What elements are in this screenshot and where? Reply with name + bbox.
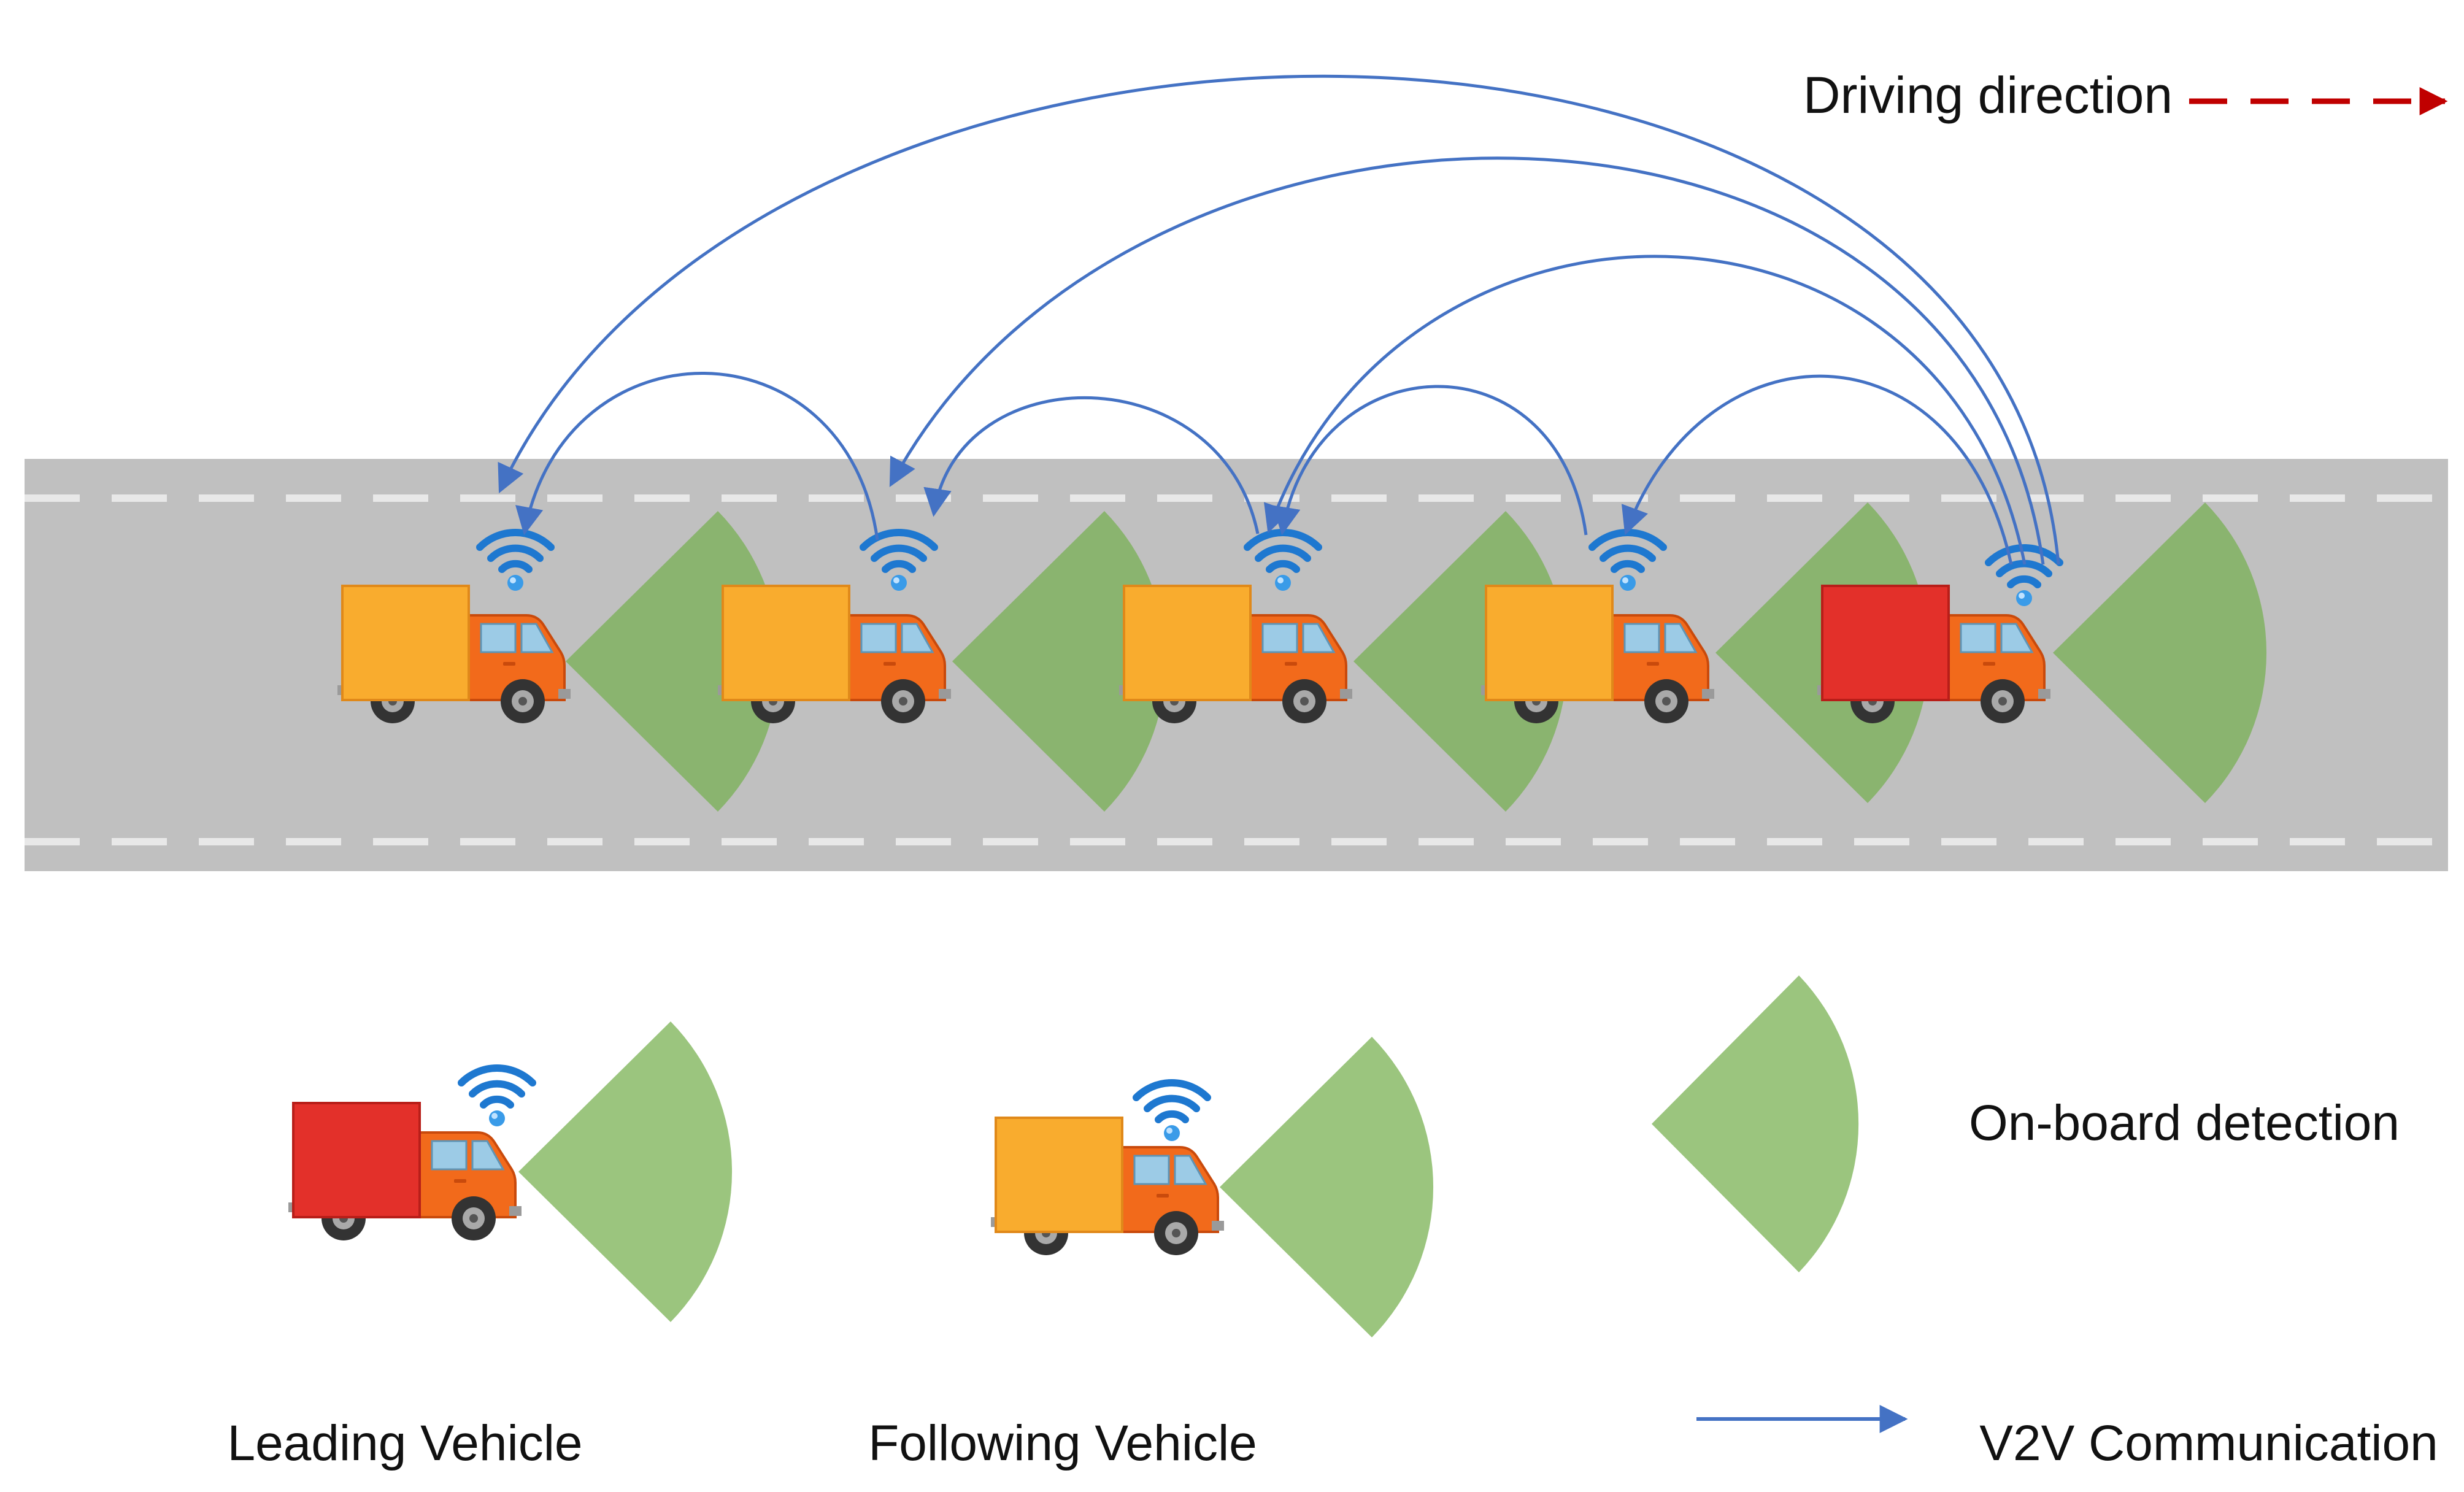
cargo-box	[722, 585, 850, 701]
v2v-communication-label: V2V Communication	[1979, 1415, 2438, 1471]
driving-direction-label: Driving direction	[1803, 66, 2173, 124]
legend-following-vehicle	[990, 1037, 1434, 1337]
wifi-signal-icon	[461, 1068, 533, 1126]
cargo-box	[1485, 585, 1614, 701]
cargo-box	[1821, 585, 1950, 701]
v2v-arrow-v2-to-v1	[515, 372, 879, 540]
v2v-links	[498, 74, 2060, 565]
detection-zone	[1220, 1037, 1434, 1337]
v2v-arrow-leader-to-v2	[889, 156, 2045, 565]
leading-vehicle-label: Leading Vehicle	[227, 1415, 582, 1471]
detection-zone	[518, 1021, 733, 1322]
detection-zone-legend-icon	[1652, 975, 1859, 1272]
cargo-box	[292, 1102, 421, 1218]
wifi-signal-icon	[1136, 1083, 1207, 1141]
platoon-vehicle-2	[717, 533, 952, 725]
v2v-arrow-leader-to-v3	[1264, 255, 2027, 565]
detection-zone	[952, 511, 1166, 812]
platoon-vehicle-3	[1118, 533, 1353, 725]
v2v-arrow-v4-to-v3	[1272, 385, 1588, 536]
cargo-box	[341, 585, 470, 701]
legend-leading-vehicle	[287, 1021, 733, 1322]
v2v-arrow-leader-to-v1	[498, 74, 2060, 565]
platoon-vehicle-1	[336, 533, 572, 725]
onboard-detection-label: On-board detection	[1969, 1095, 2400, 1151]
detection-zone	[2053, 502, 2267, 803]
cargo-box	[1123, 585, 1252, 701]
following-vehicle-label: Following Vehicle	[868, 1415, 1257, 1471]
platoon-vehicle-4	[1480, 533, 1715, 725]
v2v-arrow-v3-to-v2	[923, 396, 1260, 534]
cargo-box	[995, 1117, 1123, 1233]
platoon-leading-vehicle	[1816, 548, 2060, 725]
v2v-arrow-leader-to-v4	[1621, 374, 2013, 565]
